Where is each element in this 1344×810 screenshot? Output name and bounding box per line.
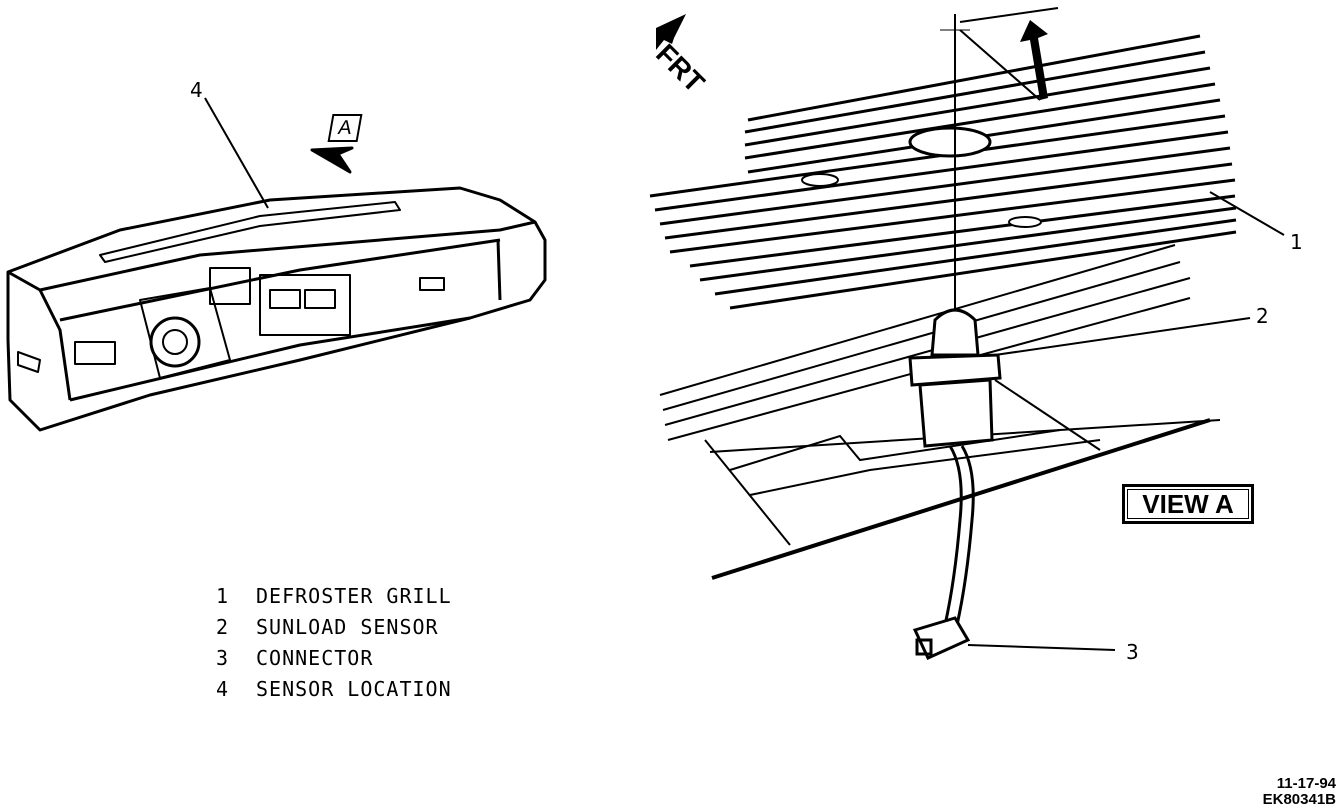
callout-3: 3 bbox=[1126, 640, 1139, 664]
view-a-arrow bbox=[310, 146, 354, 174]
dashboard-outline bbox=[6, 186, 547, 432]
view-label: VIEW A bbox=[1122, 484, 1254, 524]
legend-number: 4 bbox=[216, 677, 230, 701]
callout-4: 4 bbox=[190, 78, 203, 102]
connector bbox=[912, 616, 971, 660]
legend-number: 1 bbox=[216, 584, 230, 608]
legend-item: 1 DEFROSTER GRILL bbox=[216, 584, 452, 615]
callout-2: 2 bbox=[1256, 304, 1269, 328]
legend-item: 3 CONNECTOR bbox=[216, 646, 452, 677]
legend: 1 DEFROSTER GRILL 2 SUNLOAD SENSOR 3 CON… bbox=[216, 584, 452, 708]
legend-label: DEFROSTER GRILL bbox=[256, 584, 452, 608]
legend-item: 4 SENSOR LOCATION bbox=[216, 677, 452, 708]
view-a-marker: A bbox=[327, 114, 363, 142]
defroster-grill bbox=[649, 34, 1237, 310]
sunload-sensor bbox=[908, 308, 1002, 626]
callout-1: 1 bbox=[1290, 230, 1303, 254]
legend-label: CONNECTOR bbox=[256, 646, 374, 670]
figure-code: EK80341B bbox=[1262, 791, 1336, 808]
dash-defroster-slot bbox=[99, 201, 401, 263]
leader-3 bbox=[967, 644, 1116, 651]
legend-number: 3 bbox=[216, 646, 230, 670]
legend-item: 2 SUNLOAD SENSOR bbox=[216, 615, 452, 646]
figure-stamp: 11-17-94 EK80341B bbox=[1263, 776, 1336, 808]
leader-2 bbox=[994, 317, 1251, 356]
legend-label: SUNLOAD SENSOR bbox=[256, 615, 439, 639]
leader-4 bbox=[204, 97, 269, 209]
legend-label: SENSOR LOCATION bbox=[256, 677, 452, 701]
figure-date: 11-17-94 bbox=[1276, 775, 1336, 792]
front-arrow bbox=[656, 14, 686, 50]
view-label-inner-border bbox=[1127, 489, 1249, 519]
leader-1 bbox=[1209, 191, 1285, 236]
removal-arrow bbox=[1020, 20, 1048, 100]
legend-number: 2 bbox=[216, 615, 230, 639]
